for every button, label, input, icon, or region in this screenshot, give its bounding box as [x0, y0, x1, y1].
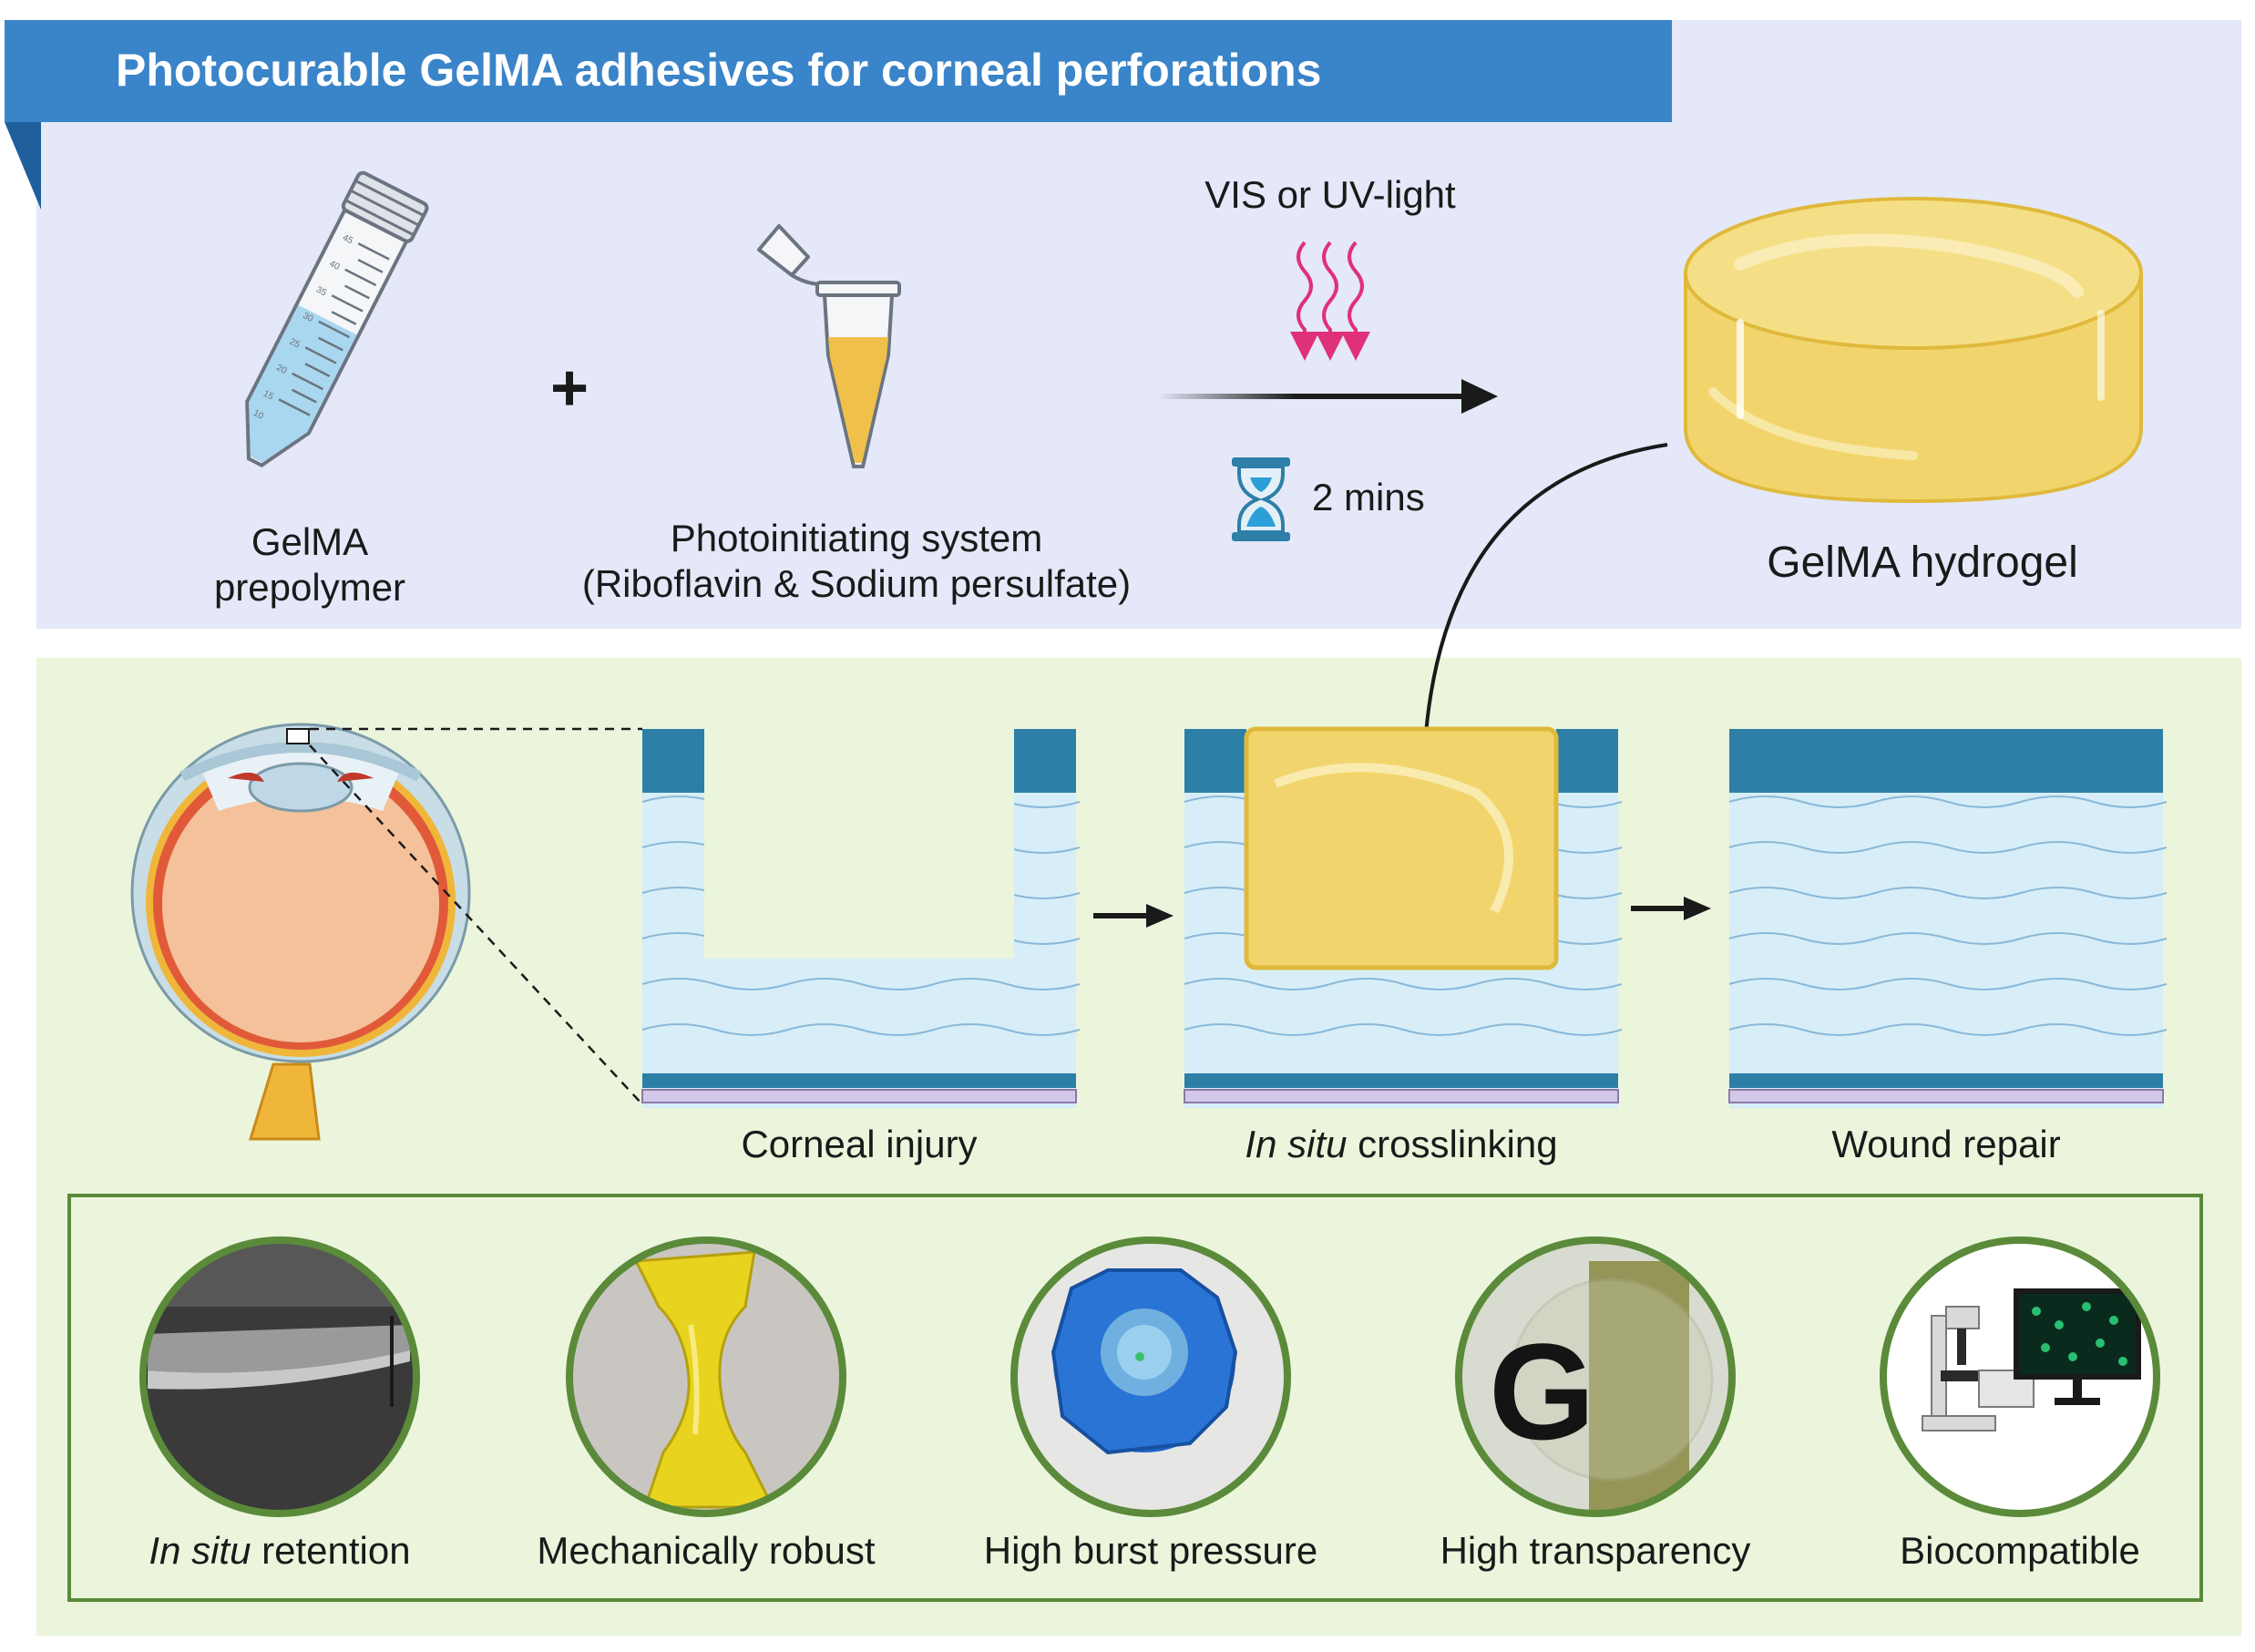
plus-sign: + — [549, 352, 589, 425]
crosslinking-label-text: crosslinking — [1347, 1123, 1558, 1165]
dogbone-sample-image — [566, 1236, 846, 1517]
gelma-hydrogel-icon — [1684, 197, 2143, 504]
transparency-image: G — [1455, 1236, 1736, 1517]
tube-scale-text: 45 — [341, 233, 354, 247]
properties-box — [67, 1194, 2203, 1602]
cornea-injury-diagram — [641, 729, 1081, 1108]
tube-scale-text: 30 — [301, 311, 314, 324]
reaction-arrow — [1157, 379, 1498, 414]
prepolymer-label: GelMA prepolymer — [155, 519, 465, 611]
property-label: High burst pressure — [983, 1529, 1318, 1572]
burst-pressure-image — [1010, 1236, 1291, 1517]
page-title: Photocurable GelMA adhesives for corneal… — [116, 45, 1322, 96]
tube-scale-text: 20 — [274, 363, 288, 376]
reaction-time-label: 2 mins — [1312, 476, 1425, 518]
property-label: Mechanically robust — [537, 1529, 876, 1572]
property-label: High transparency — [1440, 1529, 1751, 1572]
title-banner — [5, 20, 1672, 122]
prepolymer-label-line: prepolymer — [213, 566, 406, 609]
light-rays-icon — [1290, 241, 1370, 361]
hydrogel-label: GelMA hydrogel — [1767, 539, 2078, 587]
prepolymer-label-line: GelMA — [251, 520, 369, 563]
falcon-tube-icon: 45 40 35 30 25 20 15 10 — [245, 170, 429, 467]
cornea-crosslinking-diagram — [1184, 726, 1623, 1108]
tube-scale-text: 15 — [261, 389, 275, 403]
property-label: Biocompatible — [1900, 1529, 2140, 1572]
hourglass-icon — [1232, 457, 1290, 541]
biocompatibility-image — [1880, 1236, 2160, 1517]
banner-fold-icon — [5, 122, 41, 210]
eye-icon — [130, 723, 471, 1141]
property-label: In situ retention — [91, 1529, 468, 1573]
tube-scale-text: 25 — [288, 337, 302, 351]
photoinitiator-label: Photoinitiating system (Riboflavin & Sod… — [528, 516, 1184, 607]
tube-scale-text: 35 — [314, 285, 328, 299]
photoinitiator-label-line: (Riboflavin & Sodium persulfate) — [581, 562, 1132, 605]
tube-scale-text: 10 — [251, 408, 265, 422]
cornea-repair-diagram — [1728, 729, 2168, 1108]
photo-letter-g: G — [1489, 1315, 1595, 1468]
step-arrow — [1093, 904, 1174, 928]
wound-repair-label: Wound repair — [1831, 1123, 2061, 1165]
light-label: VIS or UV-light — [1204, 173, 1456, 216]
oct-retention-image — [139, 1236, 420, 1517]
step-arrow — [1631, 897, 1711, 920]
corneal-injury-label: Corneal injury — [741, 1123, 978, 1165]
crosslinking-label-italic: In situ — [1245, 1123, 1348, 1165]
property-label-italic: In situ — [149, 1529, 251, 1572]
property-label-text: retention — [251, 1529, 411, 1572]
crosslinking-label: In situ crosslinking — [1139, 1123, 1664, 1166]
tube-scale-text: 40 — [328, 259, 342, 272]
photoinitiator-label-line: Photoinitiating system — [670, 517, 1043, 559]
eppendorf-tube-icon — [757, 224, 901, 468]
